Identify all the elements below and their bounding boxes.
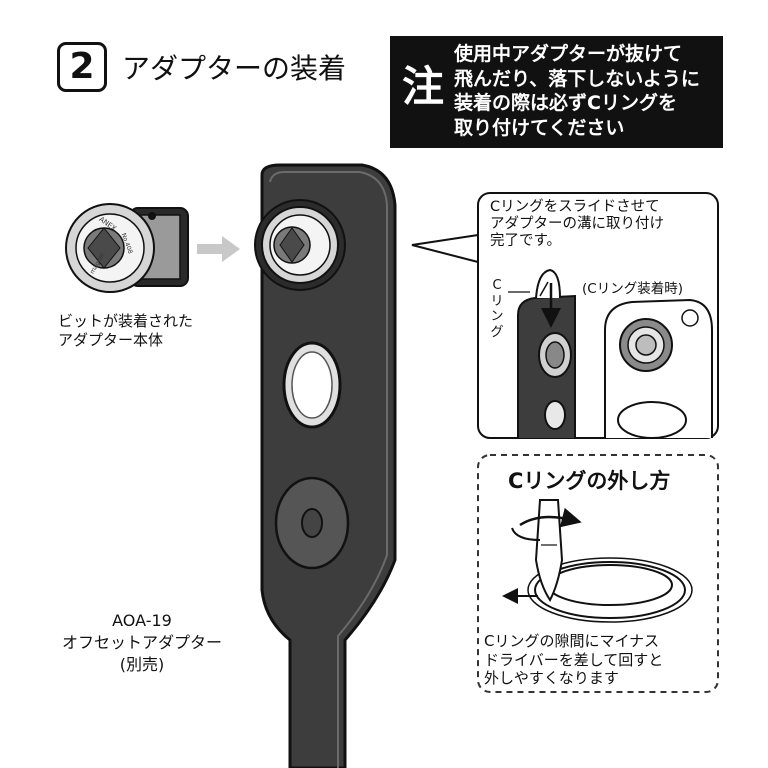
c-ring-char: C xyxy=(492,278,502,293)
inset-c-ring-removal xyxy=(477,454,719,693)
removal-title: Cリングの外し方 xyxy=(508,469,671,493)
warning-mark: 注 xyxy=(402,62,445,111)
removal-instruction: Cリングの隙間にマイナス ドライバーを差して回すと 外しやすくなります xyxy=(484,632,663,688)
slide-instruction: Cリングをスライドさせて アダプターの溝に取り付け 完了です。 xyxy=(490,199,664,250)
removal-line: 外しやすくなります xyxy=(484,669,619,687)
installed-adapter-caption: ビットが装着された アダプター本体 xyxy=(58,312,193,350)
c-ring-char: リ xyxy=(490,293,504,309)
warning-text: 使用中アダプターが抜けて 飛んだり、落下しないように 装着の際は必ずCリングを … xyxy=(454,42,719,140)
installed-state-caption: (Cリング装着時) xyxy=(582,281,683,297)
adapter-with-bit-illustration xyxy=(65,203,189,293)
removal-line: Cリングの隙間にマイナス xyxy=(484,632,660,650)
direction-arrow xyxy=(197,236,240,262)
warning-line: 使用中アダプターが抜けて xyxy=(454,43,683,65)
caption-line: アダプター本体 xyxy=(58,331,164,349)
offset-adapter-plate xyxy=(254,163,397,768)
slide-line: Cリングをスライドさせて xyxy=(490,199,660,215)
warning-line: 取り付けてください xyxy=(454,116,625,139)
c-ring-vertical-label: C リ ン グ xyxy=(490,278,504,340)
step-number-badge: 2 xyxy=(57,42,107,92)
callout-pointer xyxy=(411,234,479,263)
caption-line: ビットが装着された xyxy=(58,312,194,330)
step-title: アダプターの装着 xyxy=(122,52,347,85)
product-label: AOA-19 オフセットアダプター (別売) xyxy=(52,610,232,676)
step-number: 2 xyxy=(69,46,95,87)
warning-line: 装着の際は必ずCリングを xyxy=(454,92,677,114)
warning-box: 注 使用中アダプターが抜けて 飛んだり、落下しないように 装着の際は必ずCリング… xyxy=(390,36,723,148)
inset-c-ring-installation xyxy=(477,192,719,439)
product-name: オフセットアダプター xyxy=(61,633,222,652)
c-ring-char: ン xyxy=(490,309,504,324)
slide-line: 完了です。 xyxy=(490,233,562,249)
product-note: (別売) xyxy=(119,655,165,674)
warning-line: 飛んだり、落下しないように xyxy=(454,67,700,90)
slide-line: アダプターの溝に取り付け xyxy=(490,216,664,232)
c-ring-char: グ xyxy=(490,324,504,340)
removal-line: ドライバーを差して回すと xyxy=(484,650,664,669)
product-code: AOA-19 xyxy=(112,611,172,630)
